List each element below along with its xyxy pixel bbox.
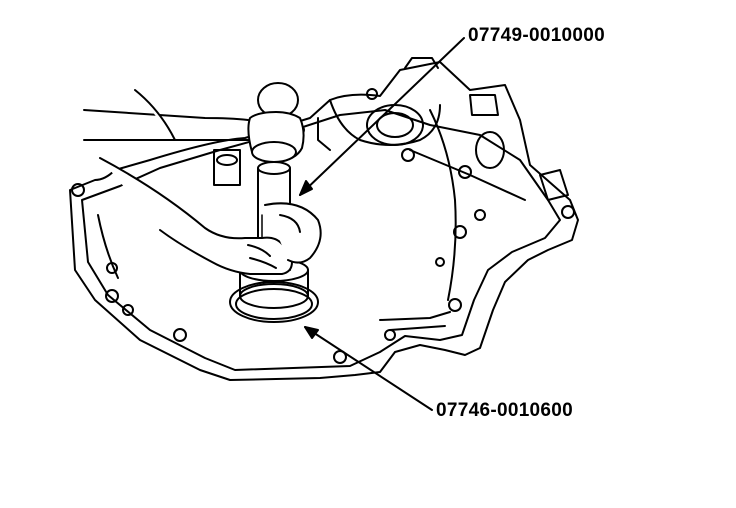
gripping-hand — [99, 157, 322, 275]
hammer — [83, 82, 305, 163]
transmission-housing — [69, 57, 579, 381]
leader-arrow-driver-handle — [299, 180, 313, 196]
leader-line-driver-handle — [299, 37, 465, 196]
leader-arrow-attachment — [304, 326, 319, 339]
callout-driver-handle: 07749-0010000 — [468, 25, 606, 46]
leader-lines — [299, 37, 465, 411]
callout-attachment: 07746-0010600 — [436, 400, 574, 421]
leader-line-attachment — [304, 326, 433, 411]
